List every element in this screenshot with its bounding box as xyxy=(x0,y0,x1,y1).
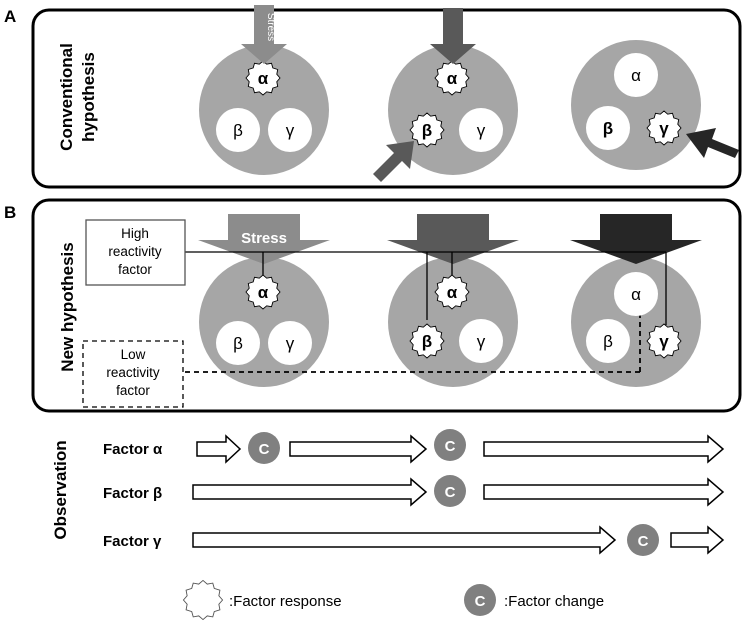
high-reactivity-box xyxy=(85,219,186,286)
timeline-arrow xyxy=(196,434,242,464)
stress-arrow xyxy=(430,8,476,64)
small-circle-beta xyxy=(586,106,630,150)
timeline-arrow xyxy=(289,434,428,464)
beta-label: β xyxy=(603,332,613,351)
gamma-label: γ xyxy=(659,332,669,351)
gamma-label: γ xyxy=(286,334,295,353)
high-reactivity-line-1: High xyxy=(121,226,149,241)
beta-label: β xyxy=(603,119,613,138)
observation-row-label-gamma: Factor γ xyxy=(103,533,162,550)
legend-factor-response-label: :Factor response xyxy=(229,593,342,610)
stress-arrow xyxy=(241,5,287,64)
small-circle-gamma xyxy=(459,108,503,152)
alpha-label: α xyxy=(447,283,458,302)
stress-arrow-b1-label: Stress xyxy=(241,230,287,247)
high-reactivity-line-3: factor xyxy=(118,262,152,277)
timeline-arrow xyxy=(670,525,725,555)
legend-change-badge-label: C xyxy=(475,593,486,610)
panel-a-cell-2: α β γ xyxy=(373,8,518,182)
stress-arrow-b3 xyxy=(570,214,702,264)
side-stress-arrow xyxy=(686,128,739,158)
small-circle-gamma xyxy=(268,108,312,152)
timeline-arrow xyxy=(483,477,725,507)
low-reactivity-box xyxy=(82,340,184,408)
small-circle-beta xyxy=(586,319,630,363)
low-reactivity-line-3: factor xyxy=(116,383,150,398)
small-circle-gamma xyxy=(268,321,312,365)
beta-label: β xyxy=(233,121,243,140)
gamma-label: γ xyxy=(286,121,295,140)
beta-label: β xyxy=(233,334,243,353)
timeline-arrow xyxy=(192,525,617,555)
low-reactivity-line-1: Low xyxy=(121,347,146,362)
observation-side-label: Observation xyxy=(51,440,70,539)
change-badge xyxy=(627,524,659,556)
change-badge-label: C xyxy=(259,441,270,458)
change-badge xyxy=(434,475,466,507)
legend-factor-change-label: :Factor change xyxy=(504,593,604,610)
observation-row-label-beta: Factor β xyxy=(103,485,162,502)
timeline-arrow xyxy=(483,434,725,464)
panel-a-side-label-1: Conventional xyxy=(57,43,76,151)
small-circle-beta xyxy=(216,321,260,365)
alpha-label: α xyxy=(631,285,641,304)
legend-change-badge xyxy=(464,584,496,616)
panel-a-side-label-2: hypothesis xyxy=(79,52,98,142)
panel-b-frame xyxy=(31,198,742,413)
panel-a-frame xyxy=(31,8,742,189)
panel-b-letter: B xyxy=(4,203,16,222)
change-badge-label: C xyxy=(445,438,456,455)
alpha-label: α xyxy=(258,69,269,88)
alpha-label: α xyxy=(631,66,641,85)
panel-a-letter: A xyxy=(4,7,16,26)
panel-a-cell-1: α β γ Stress xyxy=(199,5,329,175)
change-badge xyxy=(434,429,466,461)
side-stress-arrow xyxy=(373,141,414,182)
alpha-label: α xyxy=(258,283,269,302)
gamma-label: γ xyxy=(477,332,486,351)
change-badge-label: C xyxy=(638,533,649,550)
gamma-label: γ xyxy=(659,119,669,138)
observation-row-label-alpha: Factor α xyxy=(103,441,163,458)
gamma-label: γ xyxy=(477,121,486,140)
beta-label: β xyxy=(422,332,432,351)
stress-arrow-b2 xyxy=(387,214,519,264)
small-circle-gamma xyxy=(459,319,503,363)
panel-a-cell-3: α β γ xyxy=(571,40,739,170)
beta-label: β xyxy=(422,121,432,140)
change-badge-label: C xyxy=(445,484,456,501)
small-circle-beta xyxy=(216,108,260,152)
small-circle-alpha xyxy=(614,53,658,97)
alpha-label: α xyxy=(447,69,458,88)
panel-b-side-label: New hypothesis xyxy=(58,242,77,371)
change-badge xyxy=(248,432,280,464)
stress-arrow-label: Stress xyxy=(265,13,276,41)
timeline-arrow xyxy=(192,477,428,507)
legend-factor-response-star xyxy=(182,579,224,621)
small-circle-alpha xyxy=(614,272,658,316)
high-reactivity-line-2: reactivity xyxy=(108,244,162,259)
low-reactivity-line-2: reactivity xyxy=(106,365,160,380)
